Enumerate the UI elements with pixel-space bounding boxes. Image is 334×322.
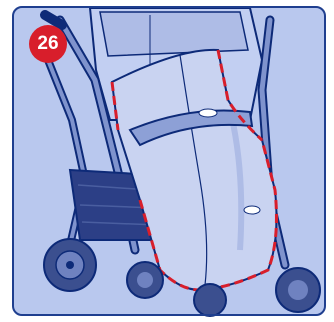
front-left-wheel bbox=[127, 262, 163, 298]
canopy-shade bbox=[100, 12, 248, 56]
rear-right-wheel bbox=[194, 284, 226, 316]
step-number-badge: 26 bbox=[29, 25, 67, 63]
footmuff-logo-icon bbox=[244, 206, 260, 214]
wheel-icon bbox=[44, 239, 96, 291]
front-right-wheel bbox=[276, 268, 320, 312]
chicco-logo-icon bbox=[199, 109, 217, 117]
